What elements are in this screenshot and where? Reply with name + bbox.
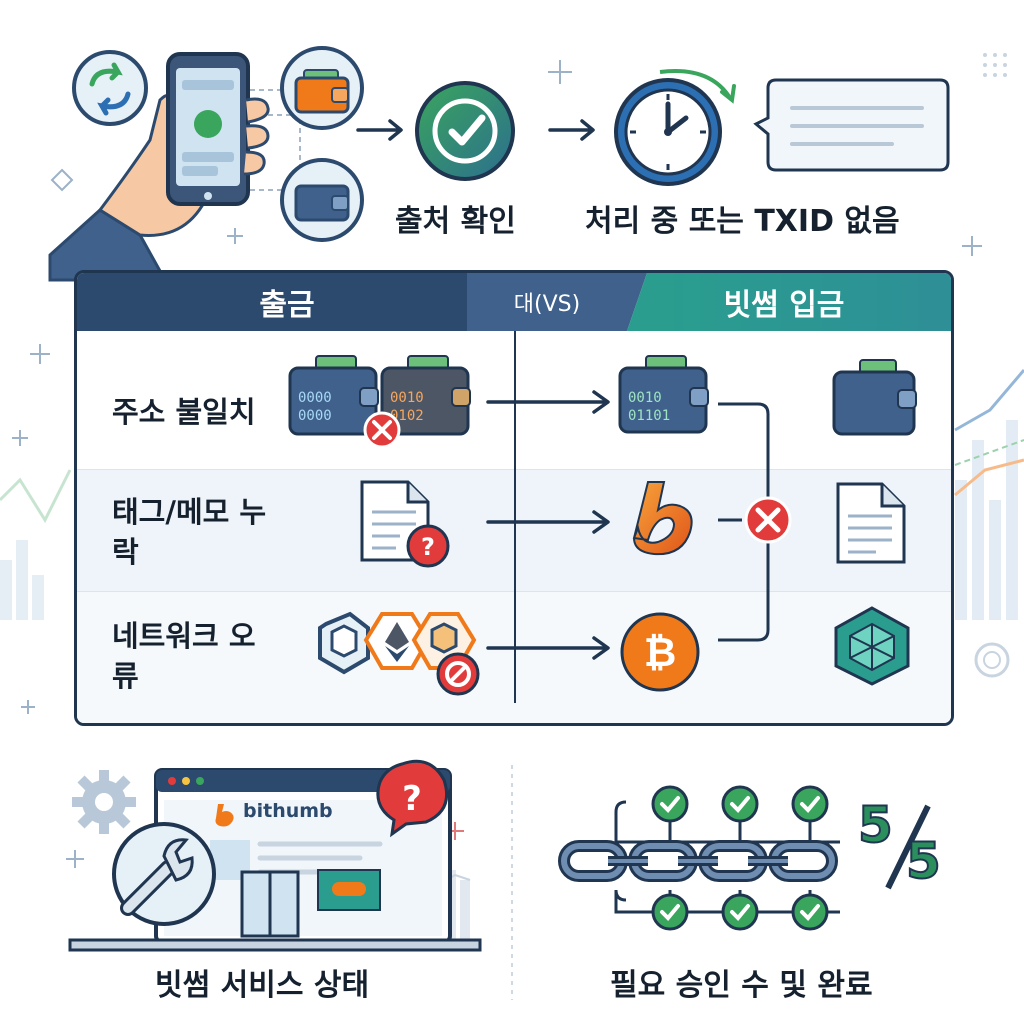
wallet-code-2a: 0010 — [390, 390, 424, 406]
wallet-source-cluster — [48, 46, 364, 282]
cube-icon-left — [330, 624, 358, 658]
check-circle-icon — [415, 81, 515, 181]
document-icon — [836, 482, 906, 564]
arrow-right-icon — [356, 119, 403, 141]
wrong-network-chains-icon — [318, 611, 480, 696]
vs-label: 대(VS) — [513, 292, 581, 317]
plain-wallet-icon — [832, 359, 917, 436]
network-cube-icon — [834, 606, 910, 686]
svg-text:?: ? — [402, 779, 422, 819]
bitcoin-icon: ₿ — [620, 612, 700, 692]
comparison-header: 출금 대(VS) 빗썸 입금 — [77, 273, 951, 331]
clock-icon — [614, 69, 736, 186]
check-circle-icon — [651, 893, 829, 931]
svg-text:01101: 01101 — [628, 408, 670, 424]
swap-icon — [72, 50, 148, 126]
wallet-code-1a: 0000 — [298, 390, 332, 406]
arrow-right-icon — [548, 119, 595, 141]
confirmations-current: 5 — [857, 795, 894, 855]
mismatched-wallets-icon: 0000 0000 0010 0102 — [288, 355, 471, 449]
error-x-icon — [363, 411, 401, 449]
phone-icon — [166, 52, 250, 206]
question-bubble-icon: ? — [376, 759, 449, 838]
check-circle-icon — [651, 785, 829, 823]
wallet-code-2b: 0102 — [390, 408, 424, 424]
gear-icon — [72, 770, 136, 834]
bithumb-logo-icon — [215, 804, 234, 827]
deposit-failure-connector — [718, 402, 792, 642]
arrow-right-icon — [486, 390, 610, 414]
document-question-icon: ? — [360, 480, 450, 568]
verify-source-label: 출처 확인 — [395, 204, 516, 239]
withdraw-header: 출금 — [259, 288, 315, 323]
missing-tag-memo-label: 태그/메모 누락 — [112, 495, 267, 569]
confirmations-required: 5 — [905, 831, 942, 891]
network-error-label: 네트워크 오류 — [112, 619, 256, 693]
arrow-right-icon — [486, 510, 610, 534]
service-status-illustration: ? — [68, 759, 482, 952]
svg-text:0010: 0010 — [628, 390, 662, 406]
ethereum-icon — [385, 622, 409, 662]
cube-icon-right — [430, 622, 458, 654]
bithumb-brand-text: bithumb — [243, 800, 333, 822]
pending-no-txid-label: 처리 중 또는 TXID 없음 — [585, 204, 900, 239]
wallet-code-1b: 0000 — [298, 408, 332, 424]
confirmations-label: 필요 승인 수 및 완료 — [610, 968, 873, 1003]
arrow-right-icon — [486, 636, 610, 660]
deposit-header: 빗썸 입금 — [723, 288, 845, 323]
service-status-label: 빗썸 서비스 상태 — [155, 968, 370, 1003]
empty-message-bubble-icon — [753, 78, 950, 172]
deposit-wallet-icon: 0010 01101 — [618, 355, 709, 434]
prohibited-icon — [436, 652, 480, 696]
blue-wallet-icon — [280, 158, 364, 242]
wrench-icon — [112, 822, 216, 926]
column-divider — [514, 331, 516, 703]
comparison-panel: 출금 대(VS) 빗썸 입금 — [74, 270, 954, 726]
bithumb-logo-icon — [632, 481, 693, 556]
address-mismatch-label: 주소 불일치 — [112, 395, 256, 429]
svg-text:₿: ₿ — [644, 630, 677, 676]
confirmation-chain-illustration — [558, 785, 840, 931]
error-x-icon — [744, 496, 792, 544]
orange-wallet-icon — [280, 46, 364, 130]
confirmation-count: 5 5 — [857, 795, 958, 896]
svg-text:?: ? — [421, 533, 435, 561]
